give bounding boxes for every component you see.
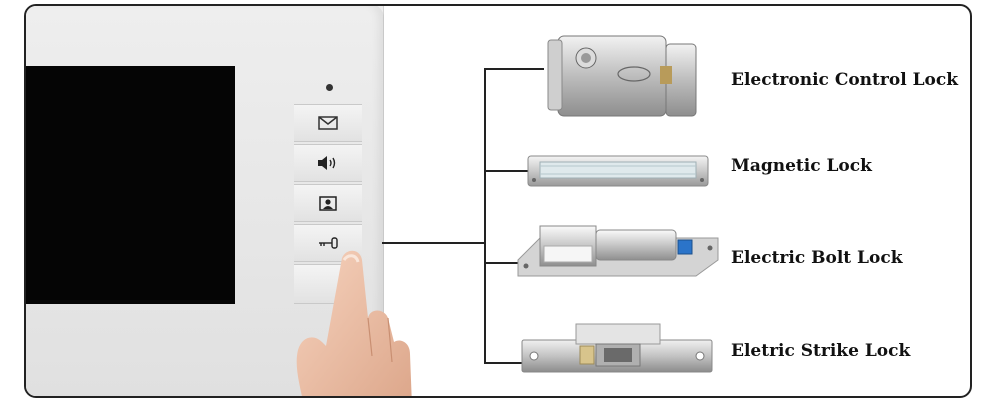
- magnetic-lock-image: [527, 155, 709, 187]
- monitor-screen: [26, 66, 235, 304]
- volume-button[interactable]: [294, 144, 362, 182]
- monitor-view-button[interactable]: [294, 184, 362, 222]
- power-indicator: [326, 84, 333, 91]
- envelope-icon: [318, 116, 338, 130]
- label-electric-bolt-lock: Electric Bolt Lock: [731, 248, 903, 268]
- electric-bolt-lock-image: [517, 225, 719, 277]
- label-magnetic-lock: Magnetic Lock: [731, 156, 872, 176]
- connector-branch-2: [484, 170, 528, 172]
- key-icon: [319, 237, 338, 249]
- contact-icon: [319, 195, 337, 211]
- label-electronic-control-lock: Electronic Control Lock: [731, 70, 958, 90]
- electric-strike-lock-image: [521, 323, 713, 373]
- speaker-icon: [318, 156, 336, 170]
- connector-branch-3: [484, 262, 518, 264]
- connector-main: [382, 242, 486, 244]
- connector-trunk: [484, 68, 486, 364]
- message-button[interactable]: [294, 104, 362, 142]
- pressing-finger: [296, 250, 412, 396]
- connector-branch-4: [484, 362, 524, 364]
- electronic-control-lock-image: [547, 35, 697, 117]
- connector-branch-1: [484, 68, 544, 70]
- product-frame: Electronic Control Lock Magnetic Lock: [24, 4, 972, 398]
- label-eletric-strike-lock: Eletric Strike Lock: [731, 341, 911, 361]
